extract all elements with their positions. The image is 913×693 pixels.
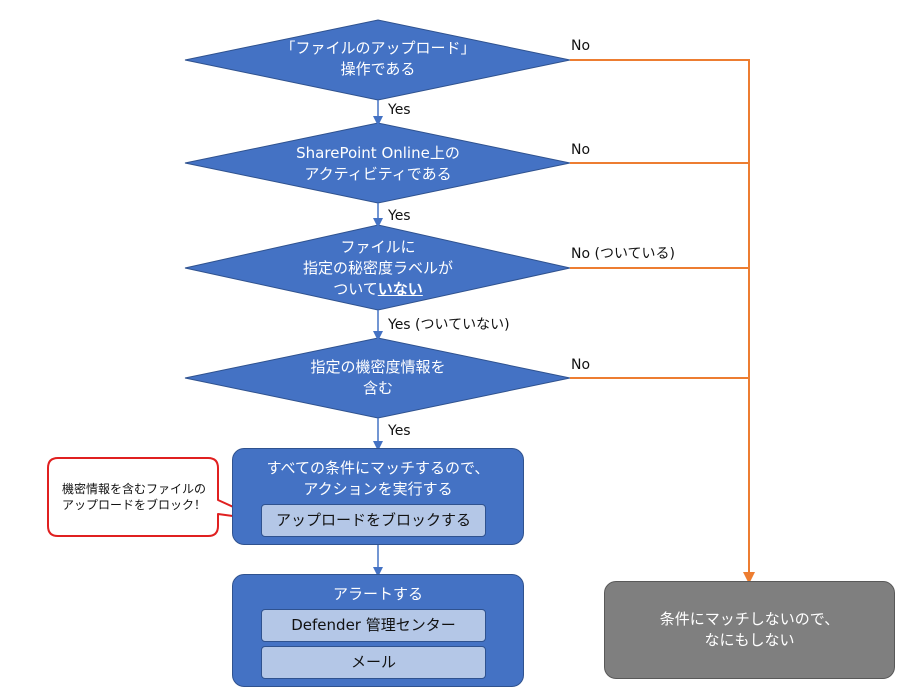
decision-3-text: ファイルに 指定の秘密度ラベルが ついていない <box>278 237 478 300</box>
decision-1-text: 「ファイルのアップロード」 操作である <box>278 38 478 80</box>
decision-4-text: 指定の機密度情報を 含む <box>278 357 478 399</box>
block-upload-action: アップロードをブロックする <box>261 504 486 537</box>
alert-item-defender: Defender 管理センター <box>261 609 486 642</box>
alert-box-title: アラートする <box>332 585 423 603</box>
decision-2-line-1: SharePoint Online上の <box>296 144 460 162</box>
decision-2-text: SharePoint Online上の アクティビティである <box>278 143 478 185</box>
alert-box: アラートする Defender 管理センター メール <box>232 574 524 687</box>
no-label-2: No <box>571 142 591 158</box>
no-label-3: No (ついている) <box>571 246 675 262</box>
decision-4-line-1: 指定の機密度情報を <box>310 358 446 376</box>
decision-1-line-1: 「ファイルのアップロード」 <box>280 39 476 57</box>
callout-line-2: アップロードをブロック！ <box>62 498 207 512</box>
no-match-box: 条件にマッチしないので、 なにもしない <box>604 581 895 679</box>
decision-3-emphasis: いない <box>377 280 423 298</box>
yes-label-2: Yes <box>388 208 411 224</box>
action-box-title: すべての条件にマッチするので、 アクションを実行する <box>233 458 523 500</box>
yes-label-1: Yes <box>388 102 411 118</box>
action-box-title-line-1: すべての条件にマッチするので、 <box>266 459 490 477</box>
callout-text: 機密情報を含むファイルの アップロードをブロック！ <box>62 481 206 513</box>
alert-item-mail: メール <box>261 646 486 679</box>
decision-1-line-2: 操作である <box>340 60 416 78</box>
decision-4-line-2: 含む <box>362 379 393 397</box>
no-match-line-1: 条件にマッチしないので、 <box>659 610 840 628</box>
action-box: すべての条件にマッチするので、 アクションを実行する アップロードをブロックする <box>232 448 524 545</box>
decision-3-line-3-prefix: ついて <box>333 280 378 298</box>
decision-3-line-2: 指定の秘密度ラベルが <box>302 259 453 277</box>
callout-line-1: 機密情報を含むファイルの <box>62 482 207 496</box>
action-box-title-line-2: アクションを実行する <box>303 480 453 498</box>
callout-bubble <box>47 457 263 537</box>
decision-3-line-1: ファイルに <box>340 238 416 256</box>
no-label-4: No <box>571 357 591 373</box>
decision-3-line-3: ついていない <box>278 279 478 300</box>
decision-2-line-2: アクティビティである <box>304 165 452 183</box>
no-match-line-2: なにもしない <box>704 631 795 649</box>
yes-label-4: Yes <box>388 423 411 439</box>
yes-label-3: Yes (ついていない) <box>388 317 510 333</box>
no-connector-1 <box>570 59 755 584</box>
no-label-1: No <box>571 38 591 54</box>
